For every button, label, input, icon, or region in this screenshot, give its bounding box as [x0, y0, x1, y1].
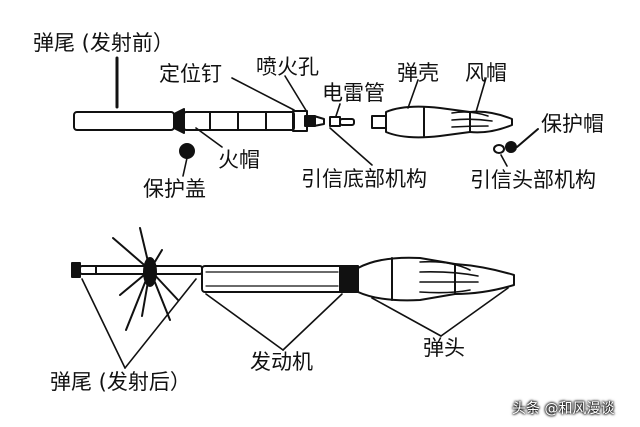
- label-fire-cap: 火帽: [218, 148, 260, 172]
- detonator-plug: [329, 116, 355, 127]
- label-protective-cap: 保护帽: [541, 112, 604, 136]
- nozzle-section: [292, 110, 325, 132]
- motor-body-top: [183, 111, 295, 131]
- warhead-shell-top: [371, 105, 513, 139]
- protective-cap-part: [493, 128, 539, 154]
- label-locating-pin: 定位钉: [159, 62, 222, 86]
- label-wind-cap: 风帽: [465, 61, 507, 85]
- label-electric-detonator: 电雷管: [322, 81, 385, 105]
- label-protective-cover: 保护盖: [143, 177, 206, 201]
- label-tail-before: 弹尾 (发射前）: [33, 31, 174, 55]
- warhead-bottom: [357, 256, 515, 302]
- label-warhead: 弹头: [423, 336, 465, 360]
- label-motor: 发动机: [250, 350, 313, 374]
- tail-joint: [173, 108, 185, 134]
- watermark: 头条 @和风漫谈: [512, 401, 615, 417]
- tail-fins-after: [112, 227, 179, 331]
- label-fuze-head: 引信头部机构: [470, 168, 596, 192]
- label-nozzle: 喷火孔: [256, 55, 319, 79]
- label-tail-after: 弹尾 (发射后）: [50, 370, 191, 394]
- label-shell: 弹壳: [397, 61, 439, 85]
- protective-cover-part: [179, 143, 195, 159]
- label-fuze-base: 引信底部机构: [301, 167, 427, 191]
- bottom-leader-lines: [81, 278, 509, 369]
- motor-body-bottom: [201, 265, 359, 293]
- top-leader-lines: [182, 75, 508, 177]
- tail-rod-after: [71, 262, 203, 278]
